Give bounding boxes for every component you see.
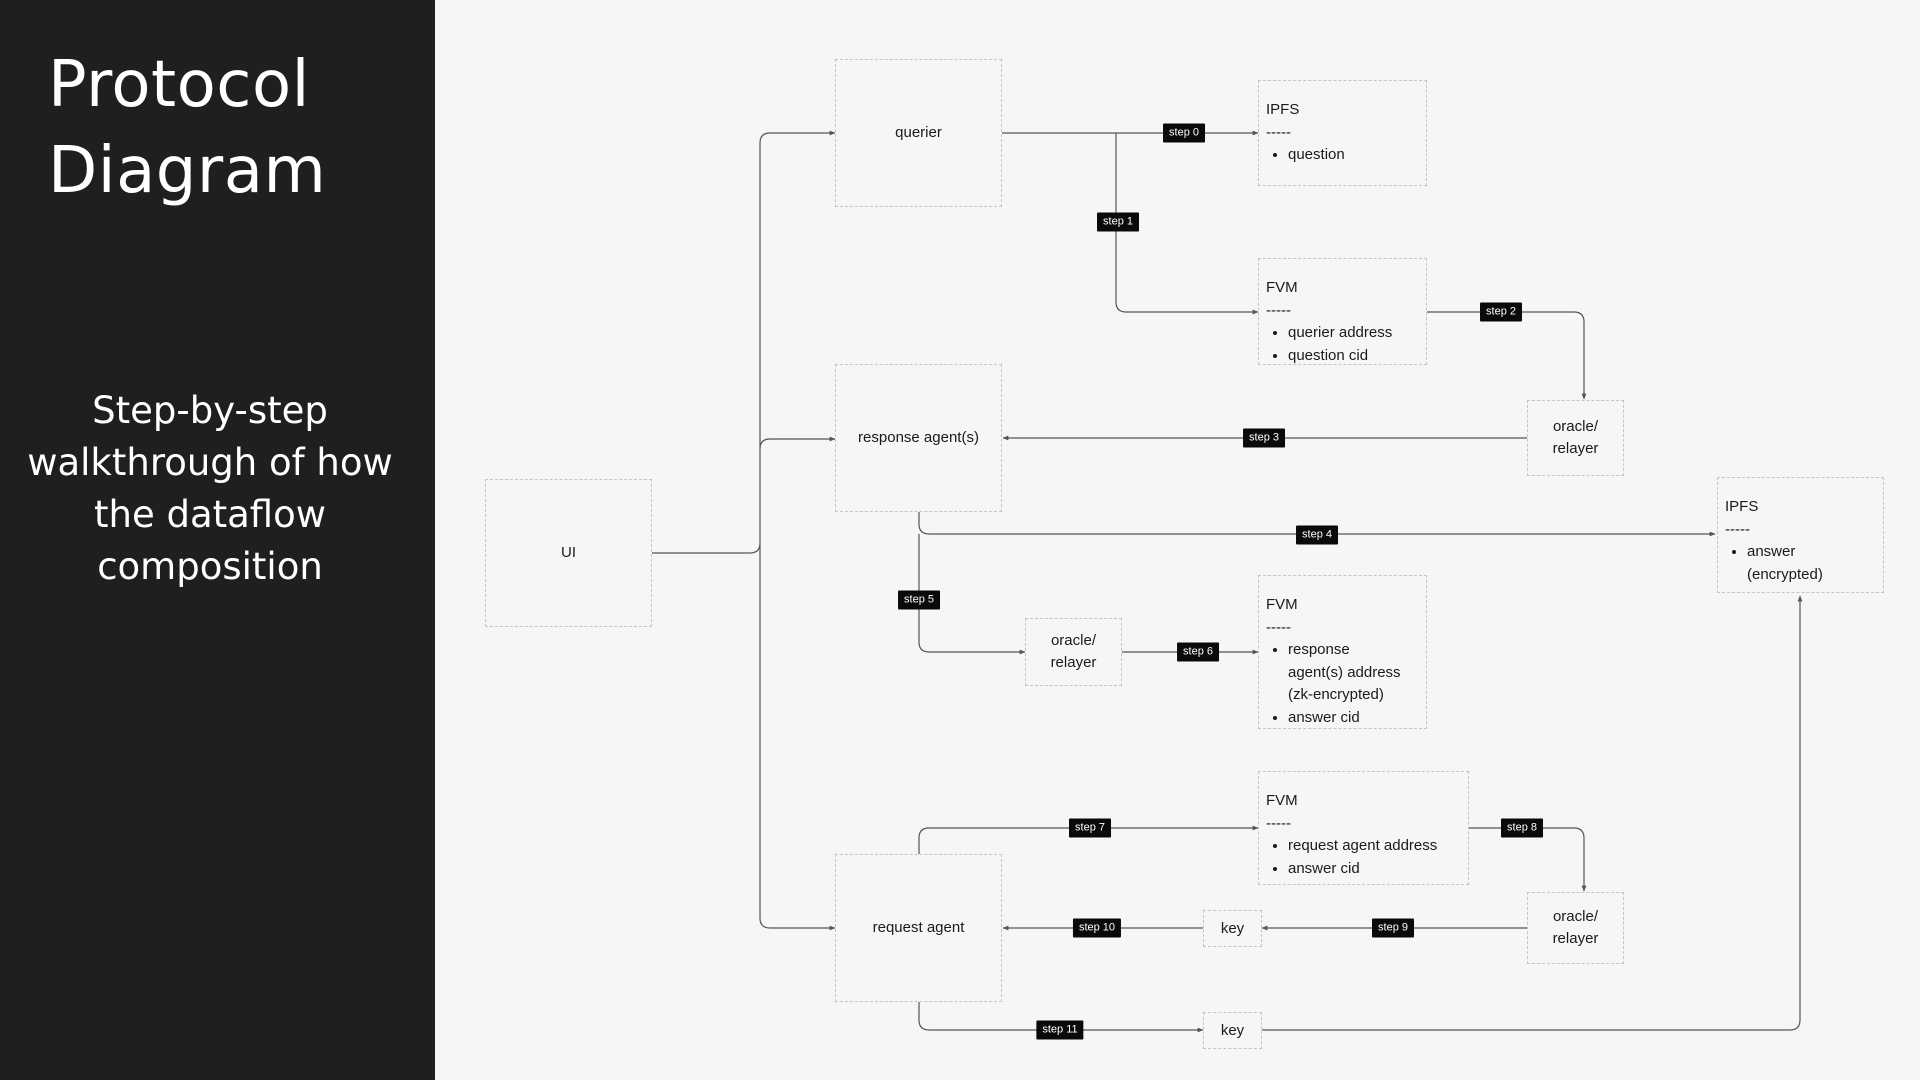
page-subtitle: Step-by-step walkthrough of how the data… (0, 385, 420, 593)
wire-step-7 (918, 825, 1259, 854)
fvm-query-list: querier address question cid (1266, 322, 1426, 367)
list-item: answer cid (1288, 858, 1468, 881)
wire-ui-junction (749, 542, 761, 554)
step-7-label: step 7 (1069, 818, 1111, 838)
wire-step-11 (918, 1001, 1204, 1033)
fvm-query-store: FVM ----- querier address question cid (1258, 258, 1427, 365)
oracle-relayer-3-line-2: relayer (1552, 930, 1599, 947)
oracle-relayer-node-1: oracle/ relayer (1527, 400, 1624, 476)
querier-node: querier (835, 59, 1002, 207)
list-item: response agent(s) address (zk-encrypted) (1288, 639, 1406, 707)
response-agent-node-label: response agent(s) (858, 429, 979, 446)
querier-node-label: querier (895, 124, 942, 141)
step-6-label: step 6 (1177, 642, 1219, 662)
step-9-label: step 9 (1372, 918, 1414, 938)
list-item: request agent address (1288, 835, 1468, 858)
oracle-relayer-node-3: oracle/ relayer (1527, 892, 1624, 964)
oracle-relayer-2-line-2: relayer (1050, 654, 1097, 671)
ui-node-label: UI (561, 544, 576, 561)
fvm-query-title: FVM (1266, 279, 1298, 296)
ipfs-question-store: IPFS ----- question (1258, 80, 1427, 186)
ipfs-question-title: IPFS (1266, 101, 1300, 118)
page-title: Protocol Diagram (48, 42, 326, 214)
fvm-request-store: FVM ----- request agent address answer c… (1258, 771, 1469, 885)
fvm-response-title: FVM (1266, 596, 1298, 613)
ipfs-answer-store: IPFS ----- answer (encrypted) (1717, 477, 1884, 593)
wire-step-4 (918, 512, 1716, 537)
step-11-label: step 11 (1036, 1020, 1084, 1040)
title-line-2: Diagram (48, 134, 327, 208)
step-0-label: step 0 (1163, 123, 1205, 143)
request-agent-node-label: request agent (872, 919, 965, 936)
fvm-request-title: FVM (1266, 792, 1298, 809)
key-node-1-label: key (1220, 919, 1245, 937)
wire-ui-to-querier (759, 130, 836, 553)
wire-ui-to-request (759, 553, 836, 931)
fvm-response-store: FVM ----- response agent(s) address (zk-… (1258, 575, 1427, 729)
fvm-response-list: response agent(s) address (zk-encrypted)… (1266, 639, 1406, 729)
key-node-1: key (1203, 910, 1262, 947)
subtitle-line-2: walkthrough of how (27, 441, 393, 484)
key-node-2: key (1203, 1012, 1262, 1049)
ipfs-answer-separator: ----- (1725, 520, 1750, 538)
wire-ui-to-response (759, 436, 836, 450)
fvm-response-separator: ----- (1266, 618, 1291, 636)
oracle-relayer-3-line-1: oracle/ (1552, 908, 1598, 925)
fvm-request-separator: ----- (1266, 814, 1291, 832)
subtitle-line-3: the dataflow (93, 493, 327, 536)
wire-key-to-ipfs (1262, 595, 1803, 1031)
subtitle-line-1: Step-by-step (92, 389, 328, 432)
list-item: answer (encrypted) (1747, 541, 1839, 586)
sidebar: Protocol Diagram Step-by-step walkthroug… (0, 0, 435, 1080)
oracle-relayer-1-line-1: oracle/ (1552, 418, 1598, 435)
title-line-1: Protocol (48, 48, 310, 122)
subtitle-line-4: composition (97, 545, 323, 588)
ui-node: UI (485, 479, 652, 627)
list-item: querier address (1288, 322, 1426, 345)
key-node-2-label: key (1220, 1021, 1245, 1039)
oracle-relayer-2-line-1: oracle/ (1050, 632, 1096, 649)
fvm-request-list: request agent address answer cid (1266, 835, 1468, 880)
step-1-label: step 1 (1097, 212, 1139, 232)
list-item: question (1288, 144, 1426, 167)
list-item: answer cid (1288, 707, 1406, 730)
connector-lines (652, 130, 1803, 1033)
ipfs-answer-list: answer (encrypted) (1725, 541, 1839, 586)
ipfs-answer-title: IPFS (1725, 498, 1759, 515)
list-item: question cid (1288, 345, 1426, 368)
step-4-label: step 4 (1296, 525, 1338, 545)
wire-step-8 (1469, 827, 1587, 892)
ipfs-question-separator: ----- (1266, 123, 1291, 141)
response-agent-node: response agent(s) (835, 364, 1002, 512)
step-2-label: step 2 (1480, 302, 1522, 322)
wire-step-2 (1427, 311, 1587, 400)
wire-step-5 (918, 534, 1026, 655)
fvm-query-separator: ----- (1266, 301, 1291, 319)
wire-step-1 (1115, 133, 1259, 315)
oracle-relayer-node-2: oracle/ relayer (1025, 618, 1122, 686)
request-agent-node: request agent (835, 854, 1002, 1002)
step-10-label: step 10 (1072, 918, 1122, 938)
ipfs-question-list: question (1266, 144, 1426, 167)
step-5-label: step 5 (898, 590, 940, 610)
step-8-label: step 8 (1501, 818, 1543, 838)
diagram-canvas: UI querier response agent(s) request age… (435, 0, 1920, 1080)
step-3-label: step 3 (1243, 428, 1285, 448)
oracle-relayer-1-line-2: relayer (1552, 440, 1599, 457)
